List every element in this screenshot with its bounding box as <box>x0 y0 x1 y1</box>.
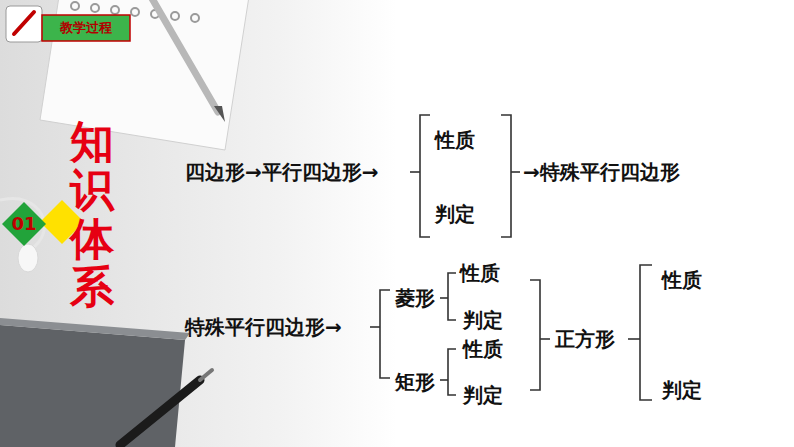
shape-term: 矩形 <box>395 370 435 394</box>
topic-term: 性质 <box>460 261 500 285</box>
banner-text: 教学过程 <box>60 20 112 36</box>
section-number: 01 <box>11 213 36 235</box>
topic-term: 判定 <box>435 202 475 226</box>
flow-term: 特殊平行四边形→ <box>185 315 342 339</box>
topic-term: 判定 <box>463 308 503 332</box>
topic-term: 判定 <box>463 383 503 407</box>
topic-term: 性质 <box>662 268 702 292</box>
brackets <box>370 115 652 400</box>
topic-term: 性质 <box>463 337 503 361</box>
header-badge <box>6 6 130 42</box>
vertical-title: 知识体系 <box>70 118 114 312</box>
flow-term: 四边形→平行四边形→ <box>185 160 379 184</box>
shape-term: 菱形 <box>395 286 435 310</box>
topic-term: 判定 <box>662 378 702 402</box>
topic-term: 性质 <box>435 128 475 152</box>
shape-term: 正方形 <box>555 327 615 351</box>
notebook-illustration <box>0 318 212 447</box>
flow-term: →特殊平行四边形 <box>523 160 680 184</box>
